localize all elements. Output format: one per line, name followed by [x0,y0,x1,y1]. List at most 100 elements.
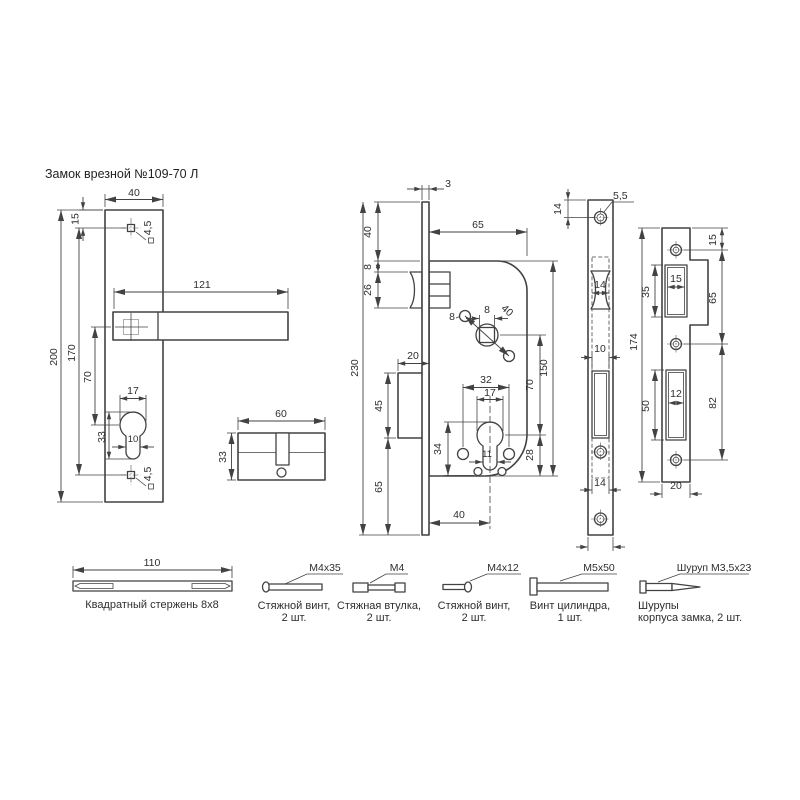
screw-tip [671,582,701,592]
dim-key-height: 34 [432,443,444,455]
dim-fp-top-offset: 14 [552,203,564,215]
hardware-item-m4x35: M4x35 Стяжной винт, 2 шт. [258,562,343,624]
adjust-hole [473,466,483,477]
square-rod [72,580,233,592]
dim-hole-spacing: 170 [66,344,78,362]
item-qty: 1 шт. [558,612,583,624]
latch-bolt [409,271,423,309]
dim-handle-to-cylinder: 70 [82,371,94,383]
dim-sp-width: 20 [670,480,682,492]
dim-sp-latch-h: 35 [640,286,652,298]
square-symbol [148,237,154,244]
callout-m4x12: M4x12 [487,562,519,574]
dim-faceplate-height: 230 [349,359,361,377]
dim-top-offset: 15 [70,213,82,225]
screw-shaft [645,582,673,592]
screw-head [463,581,473,593]
item-qty: корпуса замка, 2 шт. [638,612,742,624]
dim-key-height: 33 [96,431,108,443]
screw-shaft [536,582,609,592]
keyhole-cutout [119,411,147,460]
item-caption: Шурупы [638,600,679,612]
dim-backset: 40 [453,509,465,521]
drawing-title: Замок врезной №109-70 Л [45,167,198,181]
callout-wood-screw: Шуруп М3,5х23 [677,562,752,574]
dim-bottom: 65 [373,481,385,493]
dim-latch-height: 26 [362,284,374,296]
dim-sp-top-offset: 15 [707,234,719,246]
bushing-end [352,582,369,593]
dim-sp-latch-w: 15 [670,273,682,285]
dim-fp-bolt-width: 10 [594,343,606,355]
callout-square-top: 4,5 [142,221,154,236]
bolt-opening [665,369,687,441]
screw-shaft [268,583,323,591]
view-lock-body: 3 65 40 8 26 230 20 45 65 150 [349,178,558,536]
rod-caption: Квадратный стержень 8х8 [85,599,219,611]
dim-centers: 70 [524,379,536,391]
square-symbol [148,483,154,490]
bolt-opening [591,370,610,439]
dim-spindle: 8 [484,304,490,316]
dim-key-stem: 11 [482,449,492,460]
dim-screw-span: 32 [480,374,492,386]
dim-total-height: 200 [48,348,60,366]
callout-m5x50: M5x50 [583,562,615,574]
dim-key-to-bottom: 28 [524,449,536,461]
dim-plate-width: 40 [128,187,140,199]
hardware-item-m5x50: M5x50 Винт цилиндра, 1 шт. [529,562,617,624]
view-handle-plate: 40 15 4,5 121 200 170 70 17 33 10 [48,187,289,503]
dim-hole-dia: 8 [449,311,455,323]
cylinder-cam-slot [275,432,290,466]
dim-sp-latch-span: 65 [707,292,719,304]
view-cylinder: 60 33 [217,408,326,481]
dim-sp-bolt-w: 12 [670,388,682,400]
dim-handle-length: 121 [193,279,211,291]
cylinder-screw-hole [502,447,516,461]
dim-body-width: 65 [472,219,484,231]
cylinder-screw-hole [456,447,470,461]
hardware-item-m4x12: M4x12 Стяжной винт, 2 шт. [438,562,521,624]
bushing-end [394,582,406,593]
hardware-square-rod: 110 Квадратный стержень 8х8 [72,557,233,611]
handle-lever [112,311,289,341]
dim-fp-latch-width: 14 [594,279,606,291]
screw-head [529,577,538,596]
hardware-item-m4-bushing: M4 Стяжная втулка, 2 шт. [337,562,421,624]
dim-key-width: 17 [127,385,139,397]
item-caption: Стяжной винт, [438,600,511,612]
dim-fp-bottom-width: 14 [594,477,606,489]
item-qty: 2 шт. [282,612,307,624]
bushing-tube [367,584,396,591]
dim-top-to-body: 40 [362,226,374,238]
item-qty: 2 шт. [367,612,392,624]
screw-shaft [442,583,466,591]
item-caption: Стяжной винт, [258,600,331,612]
view-faceplate: 14 5,5 14 10 14 [552,189,634,551]
dim-cylinder-length: 60 [275,408,287,420]
dim-key-width: 17 [484,387,496,399]
dim-sp-bolt-span: 82 [707,397,719,409]
dim-rod-length: 110 [144,557,161,569]
hardware-item-wood-screw: Шуруп М3,5х23 Шурупы корпуса замка, 2 шт… [638,562,751,624]
callout-m4: M4 [390,562,405,574]
faceplate-edge [421,201,430,536]
view-strike-plate: 174 15 65 82 35 50 15 12 20 [628,227,728,498]
callout-hole-dia: 5,5 [613,190,628,202]
item-caption: Винт цилиндра, [530,600,610,612]
dim-key-stem: 10 [128,434,139,445]
cylinder-pin-hole [276,467,287,478]
dim-sp-bolt-h: 50 [640,400,652,412]
item-caption: Стяжная втулка, [337,600,421,612]
dim-gap: 8 [362,264,374,270]
latch-opening [590,270,611,310]
dim-cylinder-height: 33 [217,451,229,463]
screw-head [639,580,647,594]
dim-sp-height: 174 [628,333,640,351]
callout-m4x35: M4x35 [309,562,341,574]
hardware-row: 110 Квадратный стержень 8х8 M4x35 Стяжно… [72,557,751,624]
dim-bolt-height: 45 [373,400,385,412]
callout-square-bottom: 4,5 [142,467,154,482]
